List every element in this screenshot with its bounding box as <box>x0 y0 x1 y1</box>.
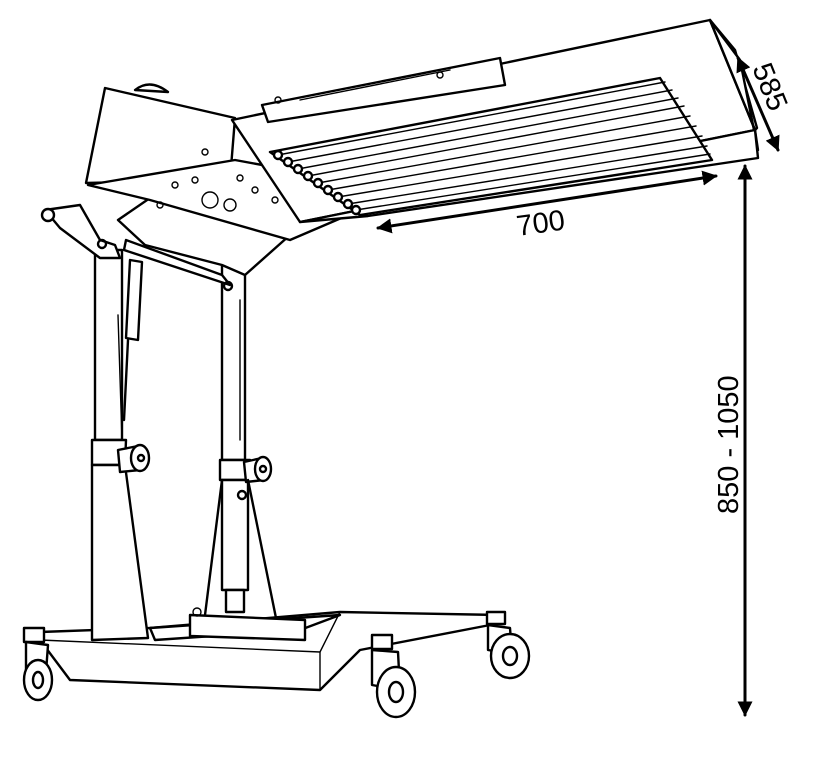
right-column <box>203 238 278 620</box>
caster-wheel-left <box>22 626 54 702</box>
dimension-length-label: 700 <box>515 205 567 243</box>
caster-wheel-front <box>370 633 417 719</box>
support-arm <box>40 196 292 292</box>
dimension-height: 850 - 1050 <box>713 164 753 717</box>
dimension-length: 700 <box>376 170 718 243</box>
base-frame <box>22 607 531 719</box>
dimension-height-label: 850 - 1050 <box>713 375 745 514</box>
caster-wheel-right <box>485 610 531 680</box>
dimension-depth-label: 585 <box>746 59 794 116</box>
left-column <box>90 248 151 642</box>
